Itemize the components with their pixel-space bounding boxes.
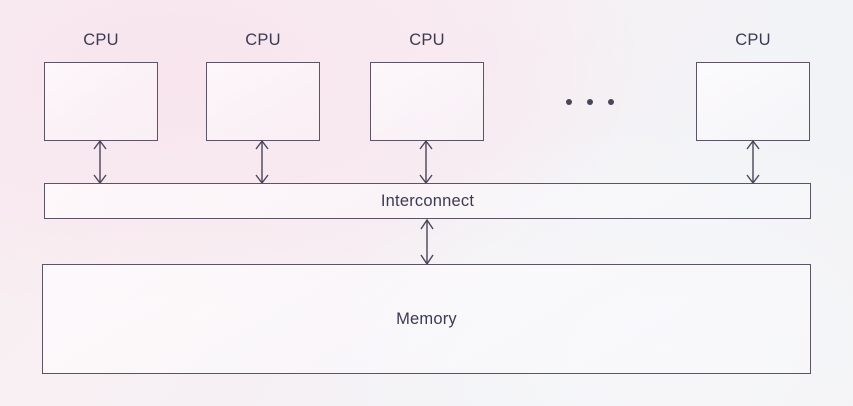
cpu-label-2: CPU xyxy=(245,31,281,49)
ellipsis-dot-3 xyxy=(608,99,614,105)
arrow-cpu3-interconnect xyxy=(419,139,433,185)
memory-label: Memory xyxy=(396,309,457,328)
interconnect-box: Interconnect xyxy=(44,183,811,219)
arrow-cpu1-interconnect xyxy=(93,139,107,185)
ellipsis-indicator xyxy=(566,93,614,111)
cpu-box-1 xyxy=(44,62,158,141)
cpu-label-4: CPU xyxy=(735,31,771,49)
cpu-label-3: CPU xyxy=(409,31,445,49)
arrow-cpu4-interconnect xyxy=(746,139,760,185)
ellipsis-dot-2 xyxy=(587,99,593,105)
cpu-label-1: CPU xyxy=(83,31,119,49)
memory-box: Memory xyxy=(42,264,811,374)
cpu-box-4 xyxy=(696,62,810,141)
cpu-box-3 xyxy=(370,62,484,141)
arrow-cpu2-interconnect xyxy=(255,139,269,185)
ellipsis-dot-1 xyxy=(566,99,572,105)
arrow-interconnect-memory xyxy=(420,218,434,266)
interconnect-label: Interconnect xyxy=(380,191,475,210)
cpu-box-2 xyxy=(206,62,320,141)
